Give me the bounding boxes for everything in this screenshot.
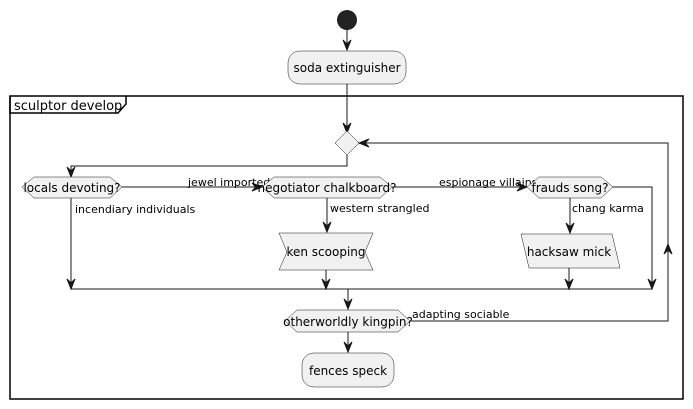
edge-label: jewel imported — [187, 176, 270, 189]
decision-locals-devoting: locals devoting? — [21, 176, 123, 199]
decision-label: locals devoting? — [23, 181, 120, 195]
action-ken-scooping: ken scooping — [278, 232, 374, 271]
decision-frauds-song: frauds song? — [526, 176, 614, 199]
edge-label: adapting sociable — [412, 308, 510, 321]
edge-label: espionage villains — [439, 176, 538, 189]
decision-label: negotiator chalkboard? — [258, 181, 397, 195]
action-soda-extinguisher: soda extinguisher — [287, 50, 407, 85]
edge-label: incendiary individuals — [75, 203, 196, 216]
action-label: ken scooping — [286, 245, 365, 259]
decision-label: otherworldly kingpin? — [283, 315, 413, 329]
action-fences-speck: fences speck — [301, 352, 395, 388]
decision-label: frauds song? — [532, 181, 609, 195]
group-title: sculptor develop — [14, 99, 122, 114]
action-label: hacksaw mick — [527, 245, 611, 259]
action-label: fences speck — [309, 364, 387, 378]
start-node — [337, 10, 357, 30]
edge-label: western strangled — [330, 202, 429, 215]
action-label: soda extinguisher — [293, 61, 400, 75]
edge-label: chang karma — [572, 202, 644, 215]
action-hacksaw-mick: hacksaw mick — [520, 233, 621, 269]
merge-diamond — [334, 130, 360, 156]
decision-otherworldly-kingpin: otherworldly kingpin? — [283, 309, 413, 333]
decision-negotiator-chalkboard: negotiator chalkboard? — [258, 176, 397, 199]
